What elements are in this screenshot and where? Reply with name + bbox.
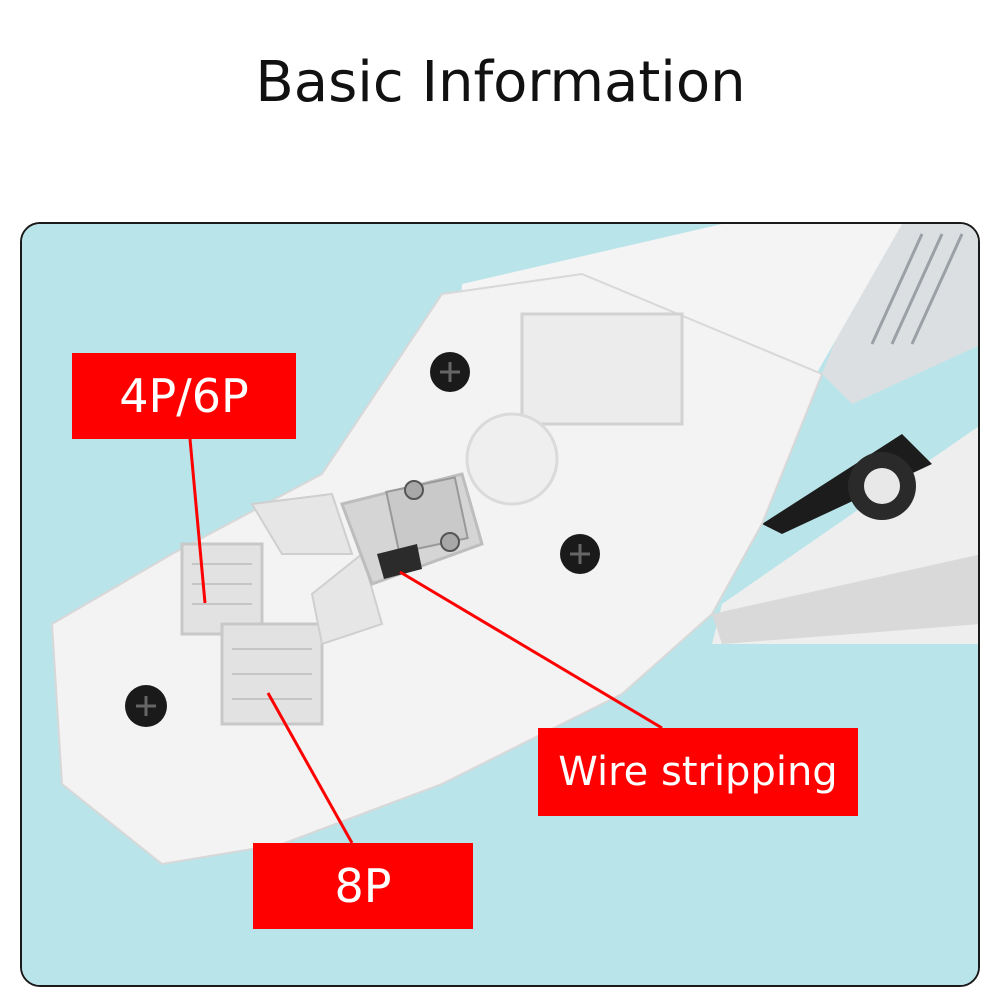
- label-wire-stripping: Wire stripping: [538, 728, 858, 816]
- top-panel: [520, 312, 684, 426]
- label-4p6p: 4P/6P: [72, 353, 296, 439]
- screw-bottom: [125, 685, 167, 727]
- handle-ribs: [822, 224, 978, 404]
- die-4p6p: [180, 542, 264, 636]
- lower-handle-edge: [712, 554, 978, 644]
- product-photo: [20, 222, 980, 987]
- label-8p: 8P: [253, 843, 473, 929]
- screw-top: [430, 352, 470, 392]
- page-title: Basic Information: [255, 50, 746, 115]
- die-wedge-upper: [250, 492, 354, 555]
- screw-middle: [560, 534, 600, 574]
- die-wedge-lower: [310, 552, 384, 646]
- dome: [465, 412, 559, 506]
